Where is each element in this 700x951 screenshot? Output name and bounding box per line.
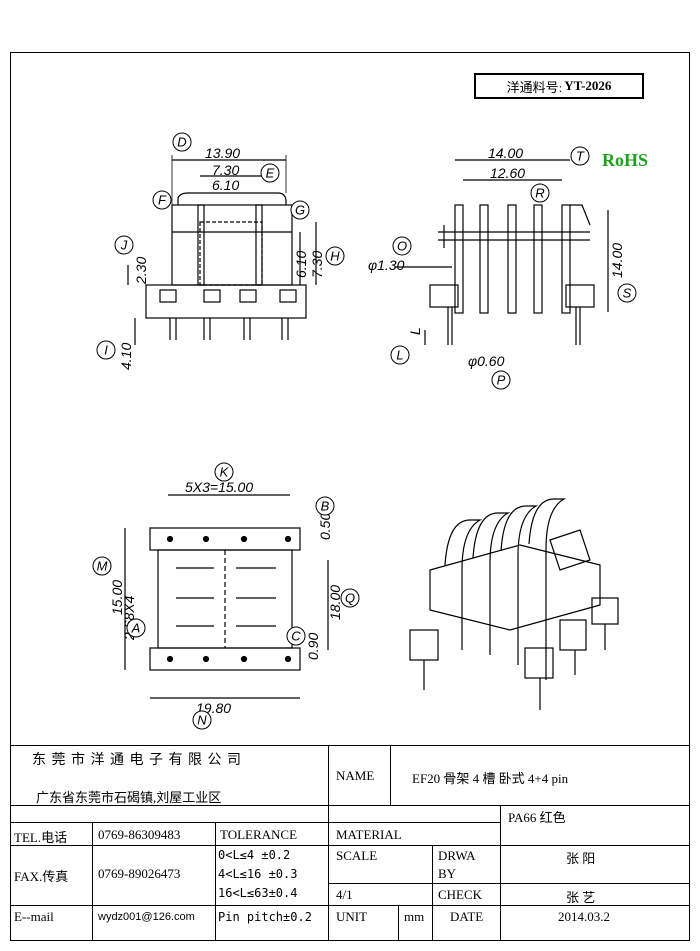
svg-text:S: S <box>623 286 632 301</box>
callout-n: N <box>192 710 212 730</box>
dim-e2: 6.10 <box>212 177 239 193</box>
svg-text:M: M <box>97 559 108 574</box>
name-value: EF20 骨架 4 槽 卧式 4+4 pin <box>412 771 569 786</box>
tel-value: 0769-86309483 <box>98 827 181 842</box>
dim-b: 0.50 <box>317 513 333 540</box>
title-block: 东 莞 市 洋 通 电 子 有 限 公 司 广东省东莞市石碣镇,刘屋工业区 NA… <box>10 745 690 941</box>
company-name: 东 莞 市 洋 通 电 子 有 限 公 司 <box>32 753 242 768</box>
svg-text:L: L <box>396 348 403 363</box>
callout-layer: D E F G H J I T R O S L P K B M A Q C N <box>92 132 637 730</box>
callout-p: P <box>491 370 511 390</box>
callout-m: M <box>92 556 112 576</box>
callout-l: L <box>390 345 410 365</box>
callout-j: J <box>114 235 134 255</box>
drawn-by-label-1: DRWA <box>438 848 476 863</box>
fax-value: 0769-89026473 <box>98 866 181 881</box>
date-label: DATE <box>450 909 484 924</box>
unit-value: mm <box>404 909 425 924</box>
bottom-view <box>124 494 329 699</box>
svg-text:B: B <box>321 499 330 514</box>
dim-m: 15.00 <box>109 580 125 615</box>
dim-q: 18.00 <box>327 585 343 620</box>
callout-b: B <box>315 496 335 516</box>
dim-e: 7.30 <box>212 162 239 178</box>
tolerance-4: Pin pitch±0.2 <box>218 910 312 924</box>
svg-text:T: T <box>576 149 585 164</box>
dim-p: φ0.60 <box>468 353 505 369</box>
callout-o: O <box>392 236 412 256</box>
callout-s: S <box>617 283 637 303</box>
svg-text:H: H <box>330 249 340 264</box>
callout-c: C <box>286 626 306 646</box>
svg-text:D: D <box>177 135 186 150</box>
rohs-mark: RoHS <box>602 150 649 170</box>
svg-text:F: F <box>158 193 167 208</box>
tolerance-1: 0<L≤4 ±0.2 <box>218 848 291 862</box>
callout-e: E <box>260 163 280 183</box>
callout-h: H <box>325 246 345 266</box>
callout-a: A <box>126 618 146 638</box>
fax-label: FAX.传真 <box>14 869 69 884</box>
callout-r: R <box>530 183 550 203</box>
callout-d: D <box>172 132 192 152</box>
svg-text:P: P <box>497 373 506 388</box>
drawn-by-label-2: BY <box>438 866 457 881</box>
svg-text:G: G <box>295 203 305 218</box>
company-address: 广东省东莞市石碣镇,刘屋工业区 <box>36 790 222 805</box>
svg-text:N: N <box>197 713 207 728</box>
svg-text:I: I <box>104 343 108 358</box>
svg-text:C: C <box>291 629 301 644</box>
svg-text:J: J <box>120 238 128 253</box>
dim-k: 5X3=15.00 <box>185 479 253 495</box>
scale-label: SCALE <box>336 848 378 863</box>
callout-i: I <box>96 340 116 360</box>
dim-c: 0.90 <box>305 633 321 660</box>
callout-g: G <box>290 200 310 220</box>
svg-text:A: A <box>131 621 141 636</box>
dim-h: 7.30 <box>309 251 325 278</box>
dim-g: 6.10 <box>293 251 309 278</box>
drawing-sheet <box>10 52 690 941</box>
part-number-box: 洋通料号: YT-2026 <box>474 73 644 99</box>
material-value: PA66 红色 <box>508 810 566 825</box>
tolerance-label: TOLERANCE <box>220 827 298 842</box>
name-label: NAME <box>336 768 375 783</box>
svg-text:R: R <box>535 186 544 201</box>
tolerance-3: 16<L≤63±0.4 <box>218 886 298 900</box>
dim-t: 14.00 <box>488 145 523 161</box>
dim-j: 2.30 <box>133 257 149 285</box>
dim-r: 12.60 <box>490 165 525 181</box>
dim-l: L <box>407 327 423 335</box>
callout-t: T <box>570 146 590 166</box>
email-label: E--mail <box>14 909 54 924</box>
svg-text:E: E <box>266 166 275 181</box>
drawn-by-value: 张 阳 <box>566 851 596 866</box>
svg-text:O: O <box>397 239 407 254</box>
dim-o: φ1.30 <box>368 257 405 273</box>
callout-f: F <box>152 190 172 210</box>
part-number-value: YT-2026 <box>564 78 612 93</box>
check-value: 张 艺 <box>566 890 596 905</box>
material-label: MATERIAL <box>336 827 402 842</box>
technical-drawing: 13.90 7.30 6.10 6.10 7.30 2.30 4.10 14.0… <box>92 132 637 730</box>
isometric-view <box>409 498 619 710</box>
part-number-label: 洋通料号: <box>506 79 563 95</box>
dim-d: 13.90 <box>205 145 240 161</box>
unit-label: UNIT <box>336 909 368 924</box>
svg-text:K: K <box>220 465 230 480</box>
tolerance-2: 4<L≤16 ±0.3 <box>218 867 298 881</box>
check-label: CHECK <box>438 887 483 902</box>
side-view <box>395 159 609 345</box>
callout-q: Q <box>340 588 360 608</box>
dim-i: 4.10 <box>118 343 134 370</box>
date-value: 2014.03.2 <box>558 909 610 924</box>
front-view <box>127 155 317 345</box>
dim-s: 14.00 <box>609 243 625 278</box>
callout-k: K <box>214 462 234 482</box>
email-value: wydz001@126.com <box>98 911 195 923</box>
scale-value: 4/1 <box>336 887 353 902</box>
svg-text:Q: Q <box>345 591 355 606</box>
tel-label: TEL.电话 <box>14 830 68 845</box>
